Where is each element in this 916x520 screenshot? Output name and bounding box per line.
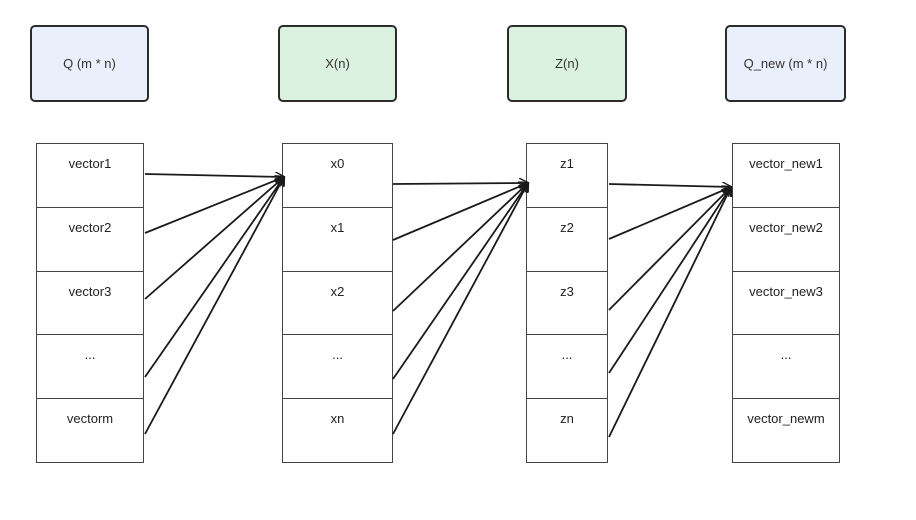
arrow-z-to-q-new-5 — [608, 187, 731, 438]
cell-x-0: x0 — [283, 144, 392, 208]
cell-x-2: x2 — [283, 272, 392, 336]
cell-x-1: x1 — [283, 208, 392, 272]
cell-z-2: z2 — [527, 208, 607, 272]
cell-q-3: vector3 — [37, 272, 143, 336]
arrow-q-to-x-5 — [144, 177, 284, 435]
arrow-x-to-z-5 — [392, 183, 528, 435]
cell-q-new-2: vector_new2 — [733, 208, 839, 272]
cell-x-n: xn — [330, 411, 345, 427]
arrow-z-to-q-new-2 — [608, 187, 731, 240]
header-x: X(n) — [278, 25, 397, 102]
header-z: Z(n) — [507, 25, 627, 102]
arrow-q-to-x-4 — [144, 177, 284, 378]
cell-q-1: vector1 — [37, 144, 143, 208]
cell-q-m: vectorm — [66, 411, 114, 427]
cell-z-ellipsis: ... — [527, 335, 607, 400]
column-x: x0 x1 x2 ... xn — [282, 143, 393, 463]
arrow-z-to-q-new-1 — [608, 184, 731, 187]
header-z-label: Z(n) — [555, 56, 579, 71]
arrow-q-to-x-1 — [144, 174, 284, 177]
column-z: z1 z2 z3 ... zn — [526, 143, 608, 463]
cell-q-ellipsis: ... — [37, 335, 143, 400]
header-q-label: Q (m * n) — [63, 56, 116, 71]
column-q-new: vector_new1 vector_new2 vector_new3 ... … — [732, 143, 840, 463]
header-q-new: Q_new (m * n) — [725, 25, 846, 102]
arrow-x-to-z-2 — [392, 183, 528, 241]
cell-q-new-ellipsis: ... — [733, 335, 839, 400]
cell-z-n: zn — [560, 411, 574, 427]
header-x-label: X(n) — [325, 56, 350, 71]
arrow-z-to-q-new-4 — [608, 187, 731, 374]
arrow-q-to-x-2 — [144, 177, 284, 234]
cell-q-new-m: vector_newm — [747, 411, 825, 427]
header-q: Q (m * n) — [30, 25, 149, 102]
cell-q-2: vector2 — [37, 208, 143, 272]
cell-q-new-1: vector_new1 — [733, 144, 839, 208]
header-q-new-label: Q_new (m * n) — [743, 56, 828, 71]
cell-q-new-3: vector_new3 — [733, 272, 839, 336]
column-q: vector1 vector2 vector3 ... vectorm — [36, 143, 144, 463]
arrow-q-to-x-3 — [144, 177, 284, 300]
arrow-x-to-z-4 — [392, 183, 528, 380]
arrow-x-to-z-3 — [392, 183, 528, 312]
cell-x-ellipsis: ... — [283, 335, 392, 400]
cell-z-1: z1 — [527, 144, 607, 208]
arrow-z-to-q-new-3 — [608, 187, 731, 311]
cell-z-3: z3 — [527, 272, 607, 336]
arrow-x-to-z-1 — [392, 183, 528, 184]
